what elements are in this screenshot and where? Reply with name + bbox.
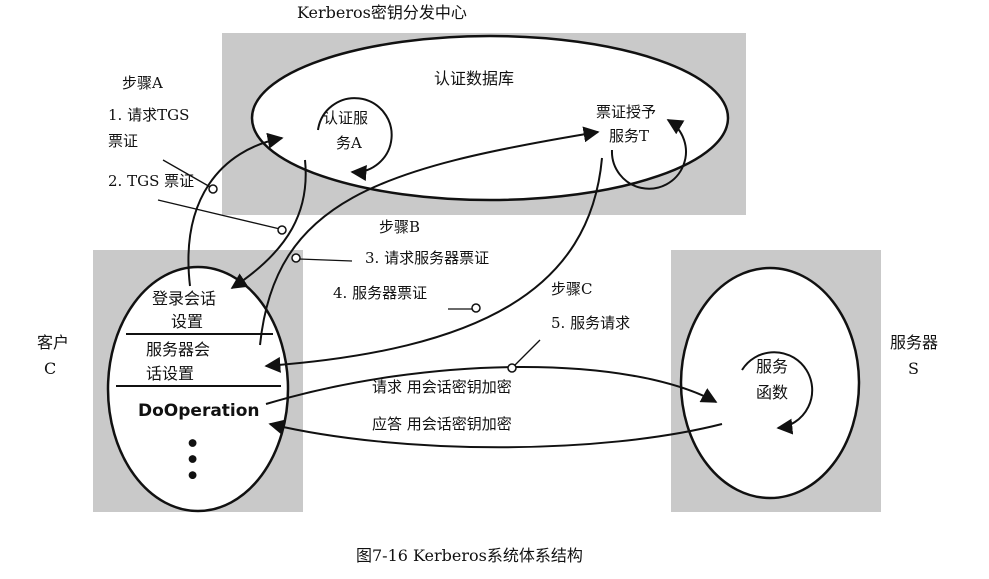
arrow-server-ticket xyxy=(264,157,603,373)
server-session-label-1: 服务器会 xyxy=(146,340,210,359)
arrow-request-server-ticket xyxy=(259,126,600,346)
auth-service-loop xyxy=(317,97,393,181)
figure-caption: 图7-16 Kerberos系统体系结构 xyxy=(356,546,583,565)
client-ellipse xyxy=(106,265,290,513)
more-dots: ••• xyxy=(179,436,204,484)
step-c-label: 步骤C xyxy=(551,280,592,298)
step-3-label: 3. 请求服务器票证 xyxy=(365,249,489,267)
step-5-label: 5. 服务请求 xyxy=(551,314,630,332)
marker-step4 xyxy=(471,303,481,313)
marker-step3 xyxy=(291,253,301,263)
auth-service-label-1: 认证服 xyxy=(323,109,368,127)
server-session-label-2: 话设置 xyxy=(146,364,194,383)
database-label: 认证数据库 xyxy=(434,69,514,88)
request-message-label: 请求 用会话密钥加密 xyxy=(372,378,512,396)
server-label-2: S xyxy=(908,359,919,378)
auth-database-ellipse xyxy=(250,34,730,202)
server-label-1: 服务器 xyxy=(890,333,938,352)
arrow-service-reply xyxy=(268,419,723,449)
login-session-label-2: 设置 xyxy=(171,312,203,331)
do-operation-label: DoOperation xyxy=(138,401,260,421)
server-function-label-2: 函数 xyxy=(756,383,788,402)
server-function-loop xyxy=(741,351,814,435)
server-ellipse xyxy=(679,266,861,500)
step-a-label: 步骤A xyxy=(122,74,163,92)
client-label-2: C xyxy=(44,359,56,378)
kdc-title: Kerberos密钥分发中心 xyxy=(297,3,467,22)
marker-step2 xyxy=(277,225,287,235)
server-function-label-1: 服务 xyxy=(756,357,788,376)
client-label-1: 客户 xyxy=(37,333,69,352)
marker-step1 xyxy=(208,184,218,194)
step-1-label-2: 票证 xyxy=(108,132,138,150)
step-4-label: 4. 服务器票证 xyxy=(333,284,427,302)
arrow-service-request xyxy=(265,366,718,405)
arrow-tgs-ticket xyxy=(230,159,307,289)
step-b-label: 步骤B xyxy=(379,218,420,236)
ticket-service-label-2: 服务T xyxy=(609,127,649,145)
step-2-label: 2. TGS 票证 xyxy=(108,172,194,190)
arrow-request-tgs xyxy=(187,132,284,287)
marker-step5 xyxy=(507,363,517,373)
auth-service-label-2: 务A xyxy=(336,134,362,152)
login-session-label-1: 登录会话 xyxy=(152,289,216,308)
ticket-service-label-1: 票证授予 xyxy=(596,103,656,121)
ticket-service-loop xyxy=(610,119,687,190)
step-1-label-1: 1. 请求TGS xyxy=(108,106,189,124)
reply-message-label: 应答 用会话密钥加密 xyxy=(372,415,512,433)
